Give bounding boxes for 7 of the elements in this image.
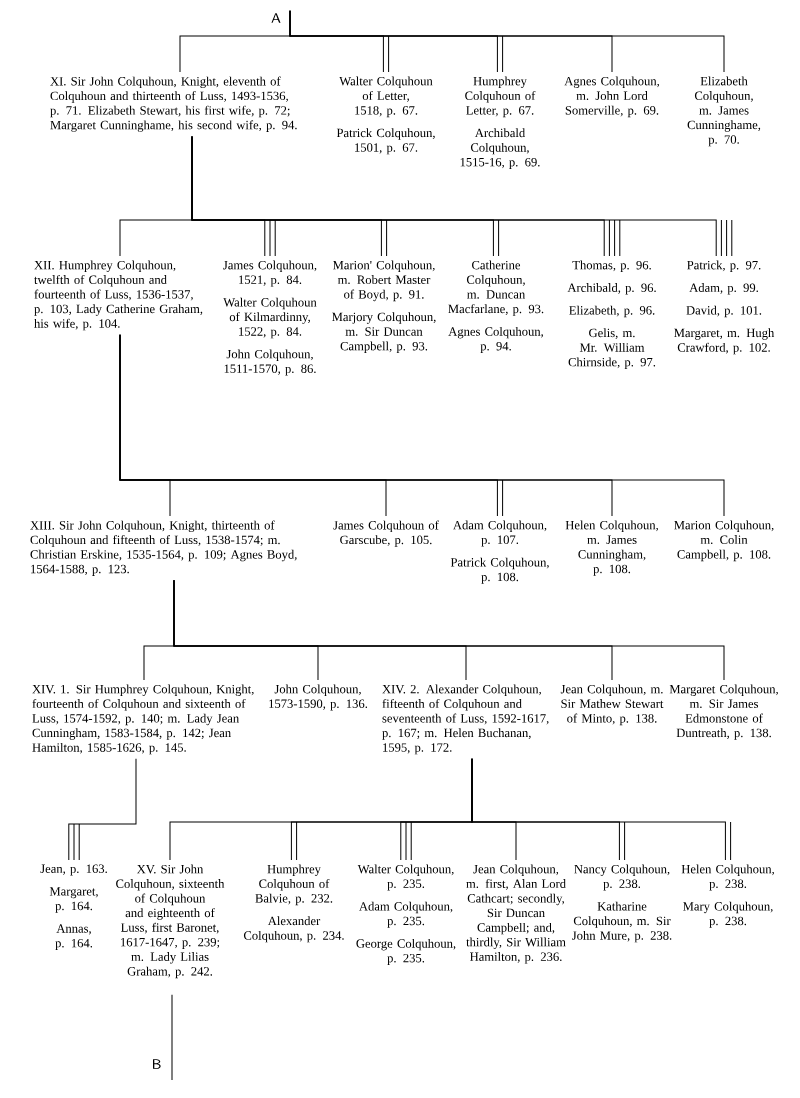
tree-line	[173, 579, 725, 681]
tree-line	[68, 758, 137, 861]
tree-line	[119, 334, 725, 517]
tree-line	[289, 10, 725, 73]
tree-line	[191, 135, 733, 257]
tree-line	[171, 994, 173, 1081]
tree-line	[471, 758, 732, 861]
